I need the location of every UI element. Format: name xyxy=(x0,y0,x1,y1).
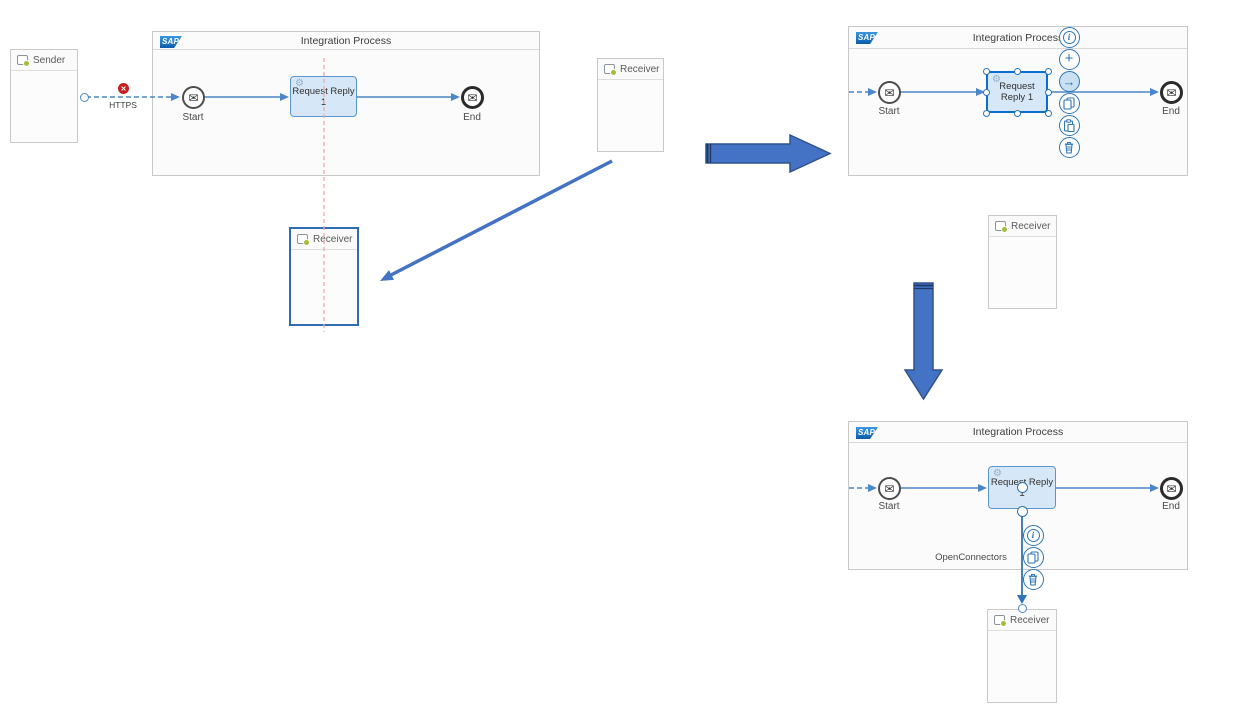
participant-icon xyxy=(995,221,1008,233)
error-icon: ✕ xyxy=(118,83,129,94)
envelope-icon: ✉ xyxy=(1166,481,1177,496)
copy-icon[interactable] xyxy=(1058,92,1080,114)
participant-icon xyxy=(994,615,1007,627)
request-reply-step-selected[interactable]: ⚙ Request Reply 1 xyxy=(986,71,1048,113)
gear-icon: ⚙ xyxy=(295,78,304,89)
info-icon[interactable]: i xyxy=(1022,524,1044,546)
open-connectors-label: OpenConnectors xyxy=(935,552,1007,563)
panel-title: Integration Process xyxy=(972,426,1064,438)
start-label: Start xyxy=(182,112,204,123)
end-label: End xyxy=(463,112,481,123)
envelope-icon: ✉ xyxy=(467,90,478,105)
participant-icon xyxy=(17,55,30,67)
start-event[interactable]: ✉ xyxy=(878,81,901,104)
request-reply-label: Request Reply 1 xyxy=(999,81,1035,103)
connection-target-handle[interactable] xyxy=(1017,603,1027,613)
delete-icon[interactable] xyxy=(1022,568,1044,590)
receiver-box-unconnected-2[interactable]: Receiver xyxy=(988,215,1057,309)
selection-handle[interactable] xyxy=(1044,67,1052,75)
receiver-label: Receiver xyxy=(313,233,353,245)
selection-handle[interactable] xyxy=(1013,109,1021,117)
end-event[interactable]: ✉ xyxy=(1160,477,1183,500)
start-label: Start xyxy=(878,501,900,512)
envelope-icon: ✉ xyxy=(884,481,895,496)
step-arrow-right xyxy=(705,133,832,174)
connection-source-handle[interactable] xyxy=(1016,481,1028,493)
end-event[interactable]: ✉ xyxy=(1160,81,1183,104)
end-label: End xyxy=(1162,501,1180,512)
participant-icon xyxy=(297,234,310,246)
participant-icon xyxy=(604,64,617,76)
https-label: HTTPS xyxy=(109,100,137,110)
step-arrow-down xyxy=(903,282,944,401)
gear-icon: ⚙ xyxy=(992,74,1001,85)
paste-icon[interactable] xyxy=(1058,114,1080,136)
sender-label: Sender xyxy=(33,54,66,66)
selection-handle[interactable] xyxy=(982,88,990,96)
receiver-label: Receiver xyxy=(1011,220,1051,232)
receiver-label: Receiver xyxy=(620,63,660,75)
step-arrow-diagonal xyxy=(380,159,613,281)
panel-title: Integration Process xyxy=(972,32,1064,44)
add-icon[interactable]: + xyxy=(1058,48,1080,70)
start-event[interactable]: ✉ xyxy=(182,86,205,109)
selection-handle[interactable] xyxy=(982,109,990,117)
connection-endpoint[interactable] xyxy=(79,92,89,102)
gear-icon: ⚙ xyxy=(993,468,1002,479)
end-label: End xyxy=(1162,106,1180,117)
connect-arrow-icon[interactable]: → xyxy=(1058,70,1080,92)
receiver-label: Receiver xyxy=(1010,614,1050,626)
delete-icon[interactable] xyxy=(1058,136,1080,158)
panel-title: Integration Process xyxy=(300,35,392,47)
start-event[interactable]: ✉ xyxy=(878,477,901,500)
start-label: Start xyxy=(878,106,900,117)
selection-handle[interactable] xyxy=(982,67,990,75)
selection-handle[interactable] xyxy=(1044,88,1052,96)
copy-icon[interactable] xyxy=(1022,546,1044,568)
envelope-icon: ✉ xyxy=(188,90,199,105)
selection-handle[interactable] xyxy=(1013,67,1021,75)
receiver-box-dragged[interactable]: Receiver xyxy=(289,227,359,326)
info-icon[interactable]: i xyxy=(1058,26,1080,48)
end-event[interactable]: ✉ xyxy=(461,86,484,109)
envelope-icon: ✉ xyxy=(884,85,895,100)
receiver-box-unconnected[interactable]: Receiver xyxy=(597,58,664,152)
selection-handle[interactable] xyxy=(1044,109,1052,117)
sender-box[interactable]: Sender xyxy=(10,49,78,143)
connection-handle[interactable] xyxy=(1016,505,1028,517)
receiver-box-connected[interactable]: Receiver xyxy=(987,609,1057,703)
envelope-icon: ✉ xyxy=(1166,85,1177,100)
request-reply-step[interactable]: ⚙ Request Reply 1 xyxy=(290,76,357,117)
